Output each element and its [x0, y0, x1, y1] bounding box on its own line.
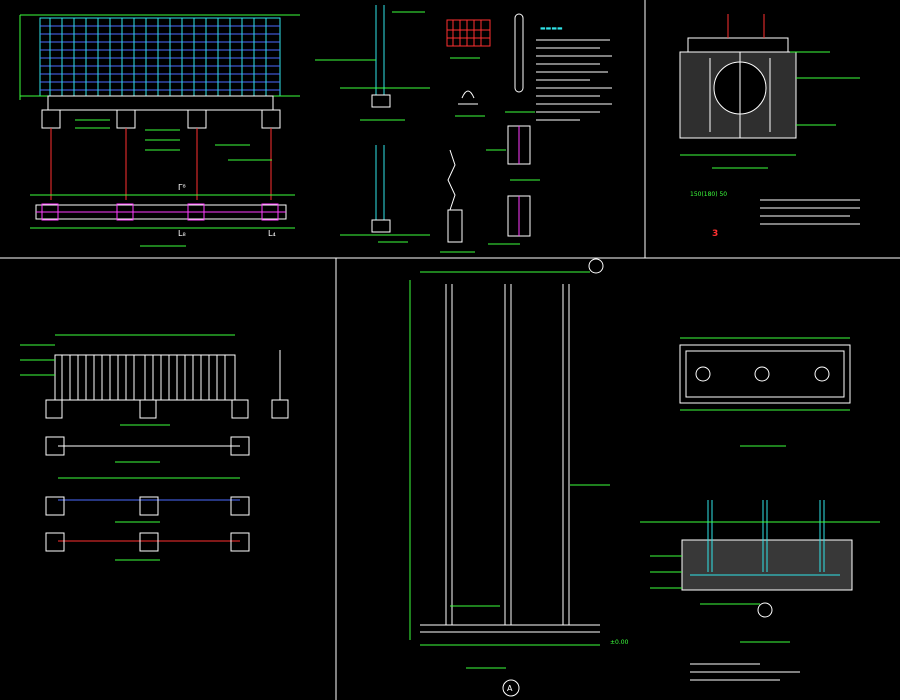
- section-mark-top: Γ⁸: [178, 183, 186, 192]
- section-mark-bottom: L₈: [178, 229, 186, 238]
- detail-number: 3: [712, 229, 718, 239]
- foundation-section-detail: 150(180) 50 3: [679, 14, 860, 239]
- dims-note: 150(180) 50: [690, 191, 727, 198]
- elevation-mark: ±0.00: [610, 639, 629, 646]
- fence-elevation-view: Γ⁸ L₈ L₄: [19, 14, 300, 247]
- gate-elevation-plans: [20, 334, 289, 561]
- callout-a: A: [507, 684, 513, 693]
- svg-text:▬▬▬▬: ▬▬▬▬: [540, 25, 563, 32]
- base-plan: [679, 337, 851, 447]
- section-mark-right: L₄: [268, 229, 276, 238]
- section-details-top: ▬▬▬▬: [315, 5, 612, 253]
- pole-elevation: A ±0.00: [409, 258, 629, 697]
- foundation-elevation: [640, 500, 880, 681]
